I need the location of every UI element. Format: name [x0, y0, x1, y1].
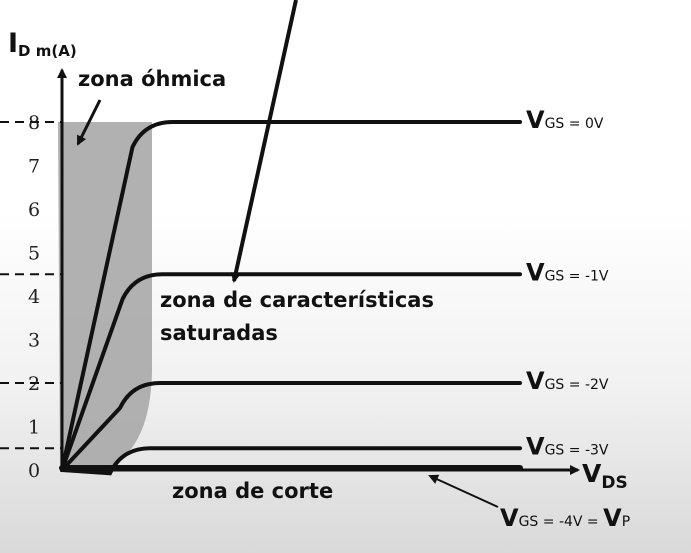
series-label: VGS = -2V	[526, 367, 609, 395]
ohmic-zone-label: zona óhmica	[78, 67, 226, 91]
saturation-zone-arrow	[230, 0, 298, 283]
saturation-zone-label-line2: saturadas	[160, 321, 278, 345]
y-tick-label: 6	[28, 199, 40, 221]
series-curve	[60, 272, 522, 472]
ohmic-zone-arrow	[76, 99, 102, 146]
cutoff-zone-label: zona de corte	[172, 479, 333, 503]
pinchoff-arrow	[428, 474, 499, 508]
characteristic-curves	[59, 120, 523, 476]
series-label: VGS = 0V	[526, 106, 604, 134]
y-tick-label: 0	[28, 460, 40, 482]
y-tick-label: 5	[28, 243, 40, 265]
curve-labels: VGS = 0V VGS = -1V VGS = -2V VGS = -3V VGS =…	[500, 106, 630, 532]
y-tick-label: 3	[28, 330, 40, 352]
y-tick-label: 7	[28, 156, 40, 178]
saturation-zone-label-line1: zona de características	[160, 288, 434, 312]
y-tick-labels: 0 1 2 3 4 5 6 7 8	[28, 112, 40, 482]
y-axis-label: ID m(A)	[8, 28, 77, 60]
series-curve	[60, 381, 522, 472]
series-label: VGS = -4V = VP	[500, 504, 630, 532]
x-axis-label: VDS	[582, 459, 628, 493]
y-tick-label: 8	[28, 112, 40, 134]
dashed-level-lines	[0, 121, 62, 450]
series-label: VGS = -3V	[526, 432, 609, 460]
y-tick-label: 4	[28, 286, 40, 308]
y-tick-label: 2	[28, 373, 40, 395]
y-tick-label: 1	[28, 417, 40, 439]
series-label: VGS = -1V	[526, 258, 609, 286]
series-curve	[60, 446, 522, 476]
series-curve	[60, 120, 522, 472]
